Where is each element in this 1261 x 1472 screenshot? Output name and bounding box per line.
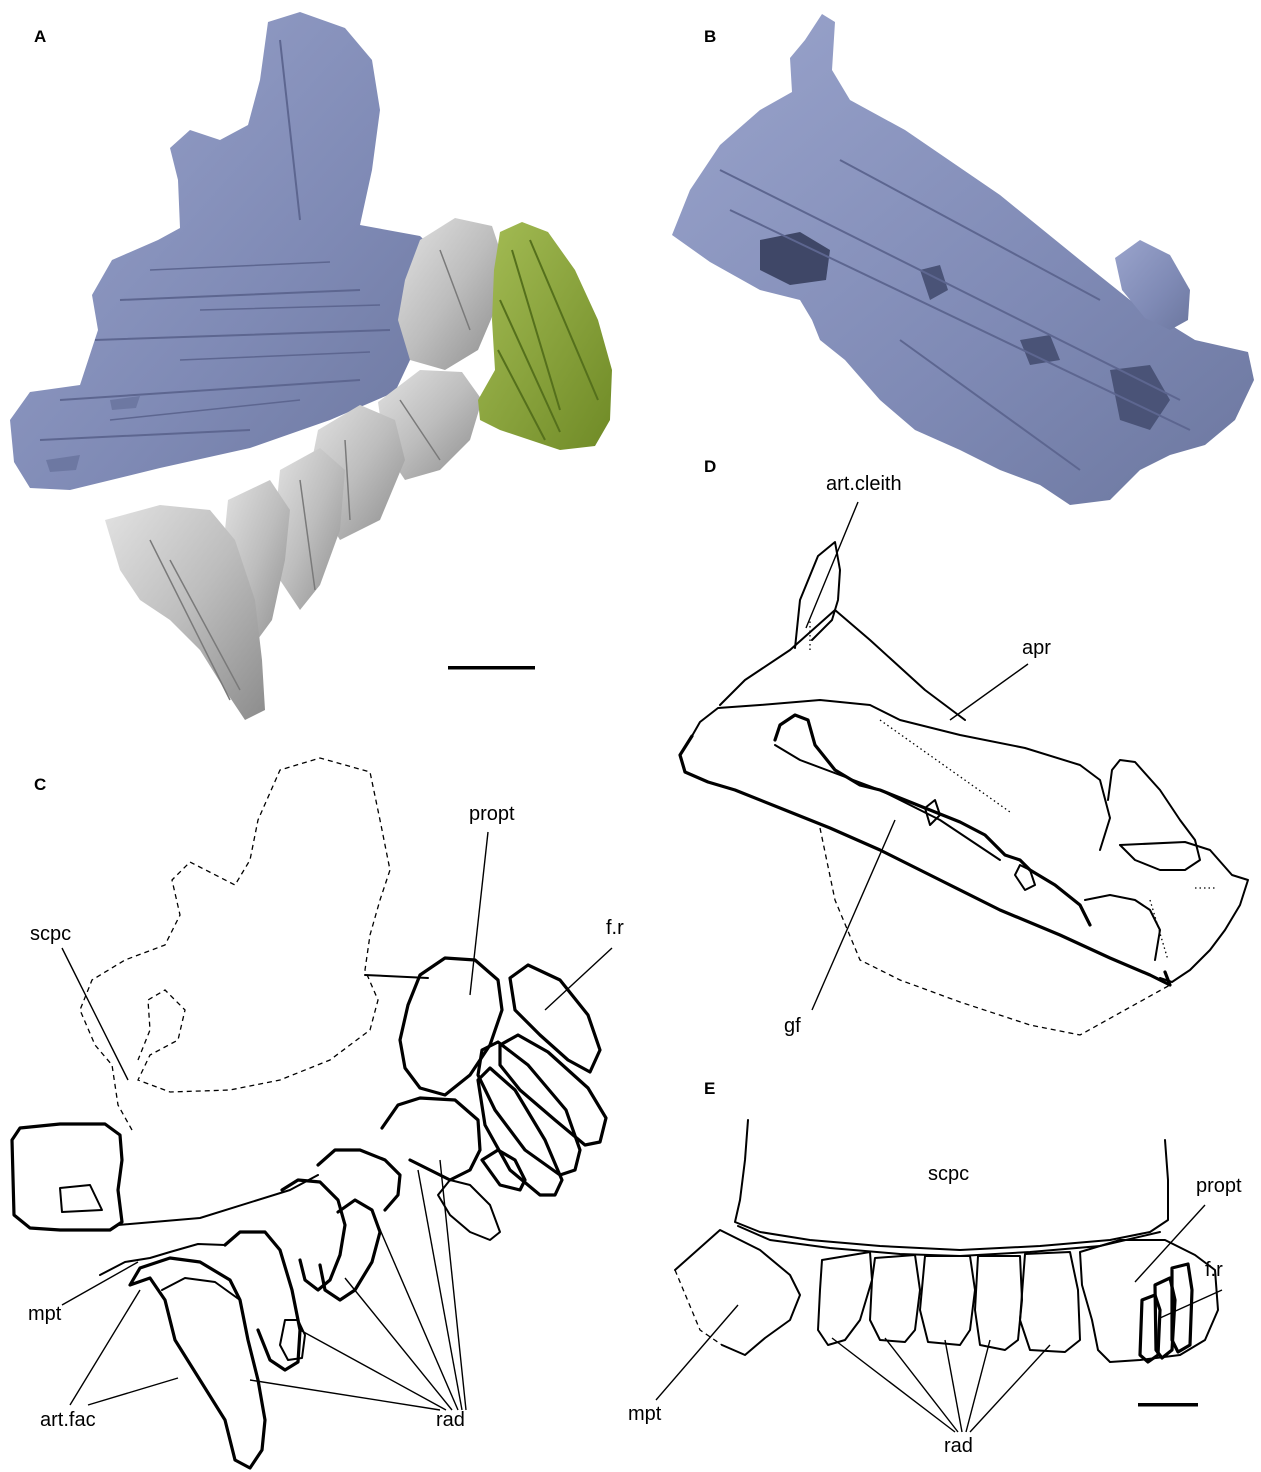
panel-c: C xyxy=(12,758,624,1468)
scapulocoracoid-outline-e xyxy=(735,1120,1168,1256)
label-mpt-e: mpt xyxy=(628,1403,662,1425)
panel-letter-d: D xyxy=(704,457,716,476)
panel-b: B xyxy=(672,14,1254,505)
label-mpt-c: mpt xyxy=(28,1303,62,1325)
label-rad-e: rad xyxy=(944,1435,973,1457)
panel-letter-a: A xyxy=(34,27,46,46)
label-fr-e: f.r xyxy=(1205,1259,1223,1281)
label-rad-c: rad xyxy=(436,1409,465,1431)
scapulocoracoid-outline-c xyxy=(80,758,428,1130)
panel-d: D art.cleith apr gf xyxy=(680,457,1248,1037)
panel-letter-c: C xyxy=(34,775,46,794)
label-artfac-c: art.fac xyxy=(40,1409,96,1431)
annotations-c: scpc propt f.r mpt art.fac rad xyxy=(28,803,624,1431)
label-apr-d: apr xyxy=(1022,637,1051,659)
label-artcleith-d: art.cleith xyxy=(826,473,902,495)
panel-letter-b: B xyxy=(704,27,716,46)
scale-bar-a xyxy=(448,666,535,670)
fin-rays-render-a xyxy=(478,222,612,450)
radial-drawings-c xyxy=(225,958,606,1370)
label-gf-d: gf xyxy=(784,1015,801,1037)
scale-bar-e xyxy=(1138,1403,1198,1407)
label-scpc-e: scpc xyxy=(928,1163,969,1185)
label-propt-c: propt xyxy=(469,803,515,825)
panel-e: E scpc propt f.r mpt rad xyxy=(628,1079,1242,1457)
panel-a: A xyxy=(10,12,612,720)
panel-letter-e: E xyxy=(704,1079,715,1098)
scapulocoracoid-render-b xyxy=(672,14,1254,505)
label-fr-c: f.r xyxy=(606,917,624,939)
annotations-e: scpc propt f.r mpt rad xyxy=(628,1163,1242,1457)
scapulocoracoid-outline-d xyxy=(680,542,1248,1035)
label-propt-e: propt xyxy=(1196,1175,1242,1197)
label-scpc-c: scpc xyxy=(30,923,71,945)
